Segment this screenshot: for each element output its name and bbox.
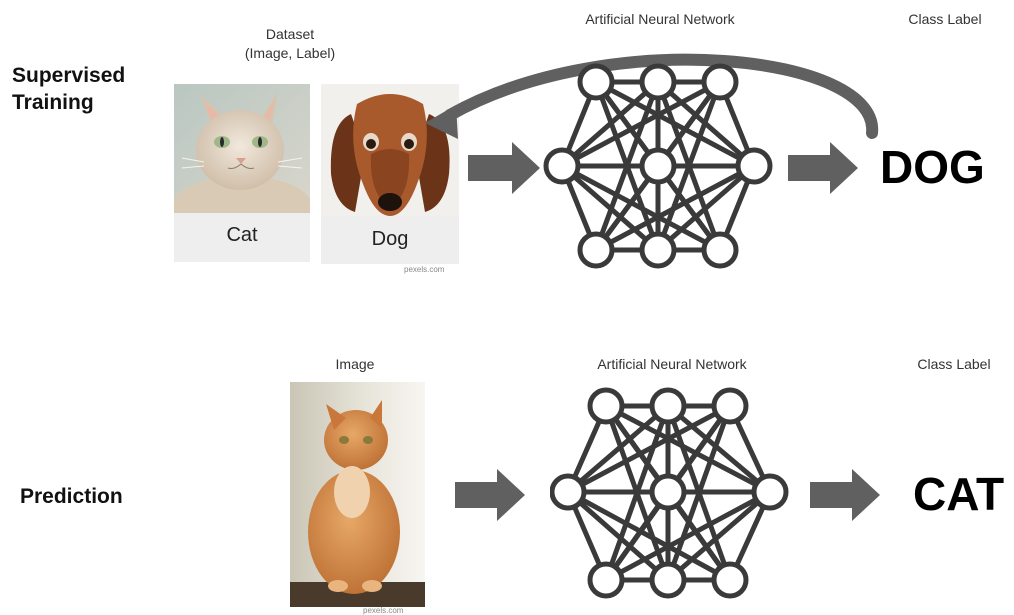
feedback-arrow bbox=[444, 53, 879, 139]
prediction-output-label: CAT bbox=[913, 468, 1005, 520]
dog-photo-icon bbox=[321, 84, 459, 216]
prediction-row-label: Prediction bbox=[20, 485, 123, 508]
training-output-label: DOG bbox=[880, 141, 985, 193]
training-row-label: Supervised Training bbox=[12, 62, 125, 116]
output-arrow bbox=[788, 142, 858, 194]
training-photo-credit: pexels.com bbox=[404, 265, 445, 274]
prediction-photo-credit: pexels.com bbox=[363, 606, 404, 615]
prediction-class-caption: Class Label bbox=[917, 356, 991, 372]
training-label-line2: Training bbox=[12, 91, 94, 114]
card-label-dog: Dog bbox=[371, 228, 409, 250]
dataset-card-cat: Cat bbox=[174, 84, 310, 262]
dataset-caption-line1: Dataset bbox=[265, 26, 315, 42]
prediction-output-arrow bbox=[810, 469, 880, 521]
prediction-image-caption: Image bbox=[335, 356, 375, 372]
training-label-line1: Supervised bbox=[12, 64, 126, 87]
training-neural-network-icon bbox=[543, 63, 773, 269]
training-arrows bbox=[425, 53, 879, 194]
dataset-card-dog: Dog bbox=[321, 84, 459, 264]
feedback-arrow-head bbox=[425, 105, 458, 139]
prediction-network-edges bbox=[565, 403, 773, 583]
dataset-caption: Dataset (Image, Label) bbox=[215, 25, 365, 63]
dataset-caption-line2: (Image, Label) bbox=[244, 45, 336, 61]
training-class-caption: Class Label bbox=[908, 11, 982, 27]
prediction-arrows bbox=[455, 469, 880, 521]
training-network-caption: Artificial Neural Network bbox=[585, 11, 735, 27]
prediction-network-nodes bbox=[550, 387, 789, 599]
prediction-neural-network-icon bbox=[550, 387, 789, 599]
card-label-cat: Cat bbox=[226, 224, 258, 246]
training-network-nodes bbox=[543, 63, 773, 269]
prediction-input-arrow bbox=[455, 469, 525, 521]
orange-cat-photo-icon bbox=[290, 382, 425, 607]
prediction-network-caption: Artificial Neural Network bbox=[597, 356, 747, 372]
input-arrow bbox=[468, 142, 540, 194]
gray-cat-photo-icon bbox=[174, 84, 310, 213]
